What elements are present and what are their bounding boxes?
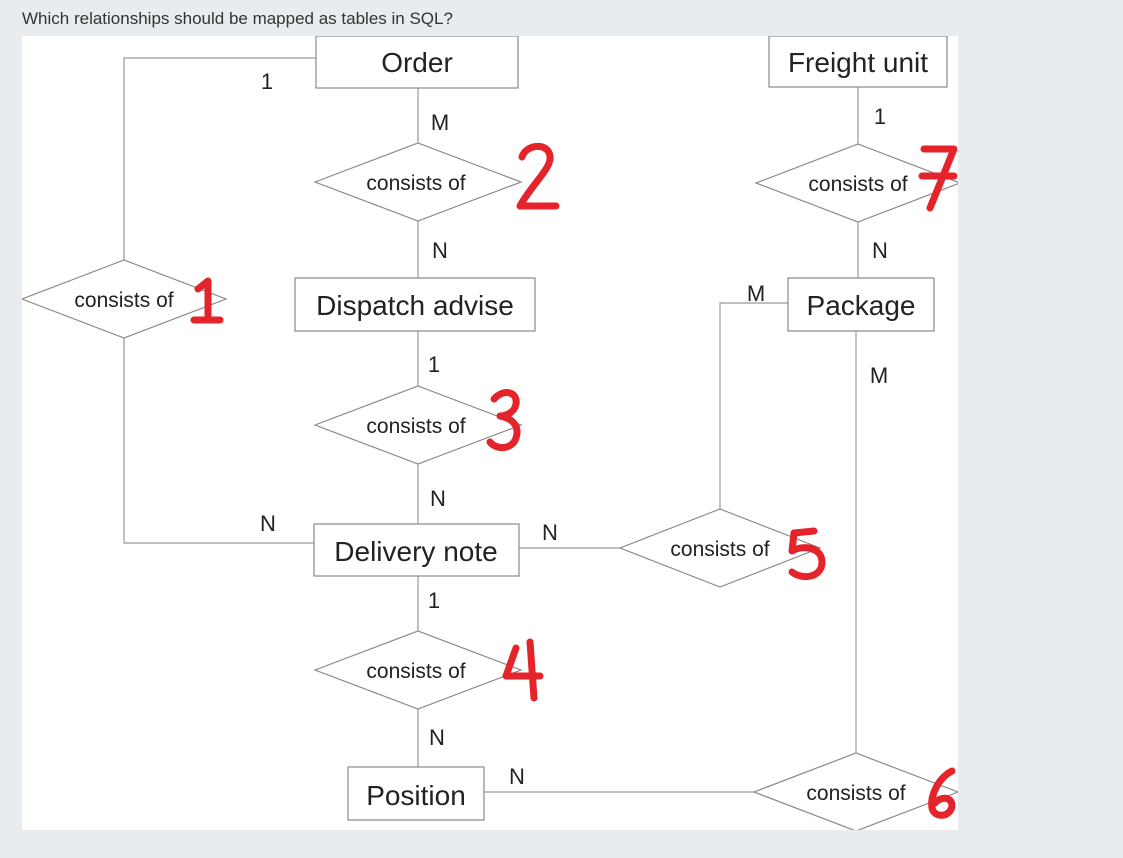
entity-package-label: Package (807, 290, 916, 321)
annotation-number-7 (918, 145, 958, 212)
entity-order-label: Order (381, 47, 453, 78)
cardinality-r7-freight: 1 (874, 104, 886, 129)
entity-dispatch-advise: Dispatch advise (294, 277, 536, 332)
entity-freight-unit: Freight unit (768, 36, 948, 88)
cardinality-r5-delivery: N (542, 520, 558, 545)
line-r5-package (719, 302, 788, 509)
cardinality-r4-delivery: 1 (428, 588, 440, 613)
entity-package: Package (787, 277, 935, 332)
annotation-number-3 (486, 389, 521, 451)
relationship-2-label: consists of (366, 172, 465, 195)
connector-lines (123, 57, 859, 793)
cardinality-r7-package: N (872, 238, 888, 263)
cardinality-r2-dispatch: N (432, 238, 448, 263)
relationship-5: consists of (618, 508, 822, 588)
annotation-number-1 (190, 277, 224, 324)
er-diagram-svg: Order Freight unit Dispatch advise Packa… (22, 36, 958, 830)
line-r1-delivery (123, 338, 316, 544)
annotation-number-2 (516, 142, 560, 210)
relationship-4: consists of (313, 630, 523, 710)
cardinality-r5-package: M (747, 281, 765, 306)
relationship-7-label: consists of (808, 173, 907, 196)
entity-delivery-note-label: Delivery note (334, 536, 497, 567)
cardinality-r3-delivery: N (430, 486, 446, 511)
annotation-number-4 (502, 638, 544, 702)
cardinality-r6-position: N (509, 764, 525, 789)
entity-order: Order (315, 36, 519, 89)
entity-freight-unit-label: Freight unit (788, 47, 928, 78)
relationship-4-label: consists of (366, 660, 465, 683)
relationship-1: consists of (22, 259, 228, 339)
entity-position-label: Position (366, 780, 466, 811)
entity-dispatch-advise-label: Dispatch advise (316, 290, 514, 321)
cardinality-labels: 1 N M N 1 N 1 N N M N M 1 N (260, 69, 888, 789)
relationship-5-label: consists of (670, 538, 769, 561)
relationship-2: consists of (313, 142, 523, 222)
relationship-6: consists of (752, 752, 958, 830)
line-order-r1 (123, 57, 316, 260)
cardinality-r3-dispatch: 1 (428, 352, 440, 377)
cardinality-r2-order: M (431, 110, 449, 135)
entity-position: Position (347, 766, 485, 821)
relationship-3-label: consists of (366, 415, 465, 438)
cardinality-r1-delivery: N (260, 511, 276, 536)
annotation-number-5 (788, 527, 826, 581)
relationship-1-label: consists of (74, 289, 173, 312)
entity-delivery-note: Delivery note (313, 523, 520, 577)
relationship-6-label: consists of (806, 782, 905, 805)
cardinality-r4-position: N (429, 725, 445, 750)
question-text: Which relationships should be mapped as … (22, 9, 453, 28)
annotation-marks (190, 142, 958, 819)
annotation-number-6 (928, 767, 956, 819)
cardinality-r6-package: M (870, 363, 888, 388)
cardinality-r1-order: 1 (261, 69, 273, 94)
relationship-7: consists of (754, 143, 958, 223)
er-diagram: Order Freight unit Dispatch advise Packa… (22, 36, 958, 830)
relationship-3: consists of (313, 385, 523, 465)
